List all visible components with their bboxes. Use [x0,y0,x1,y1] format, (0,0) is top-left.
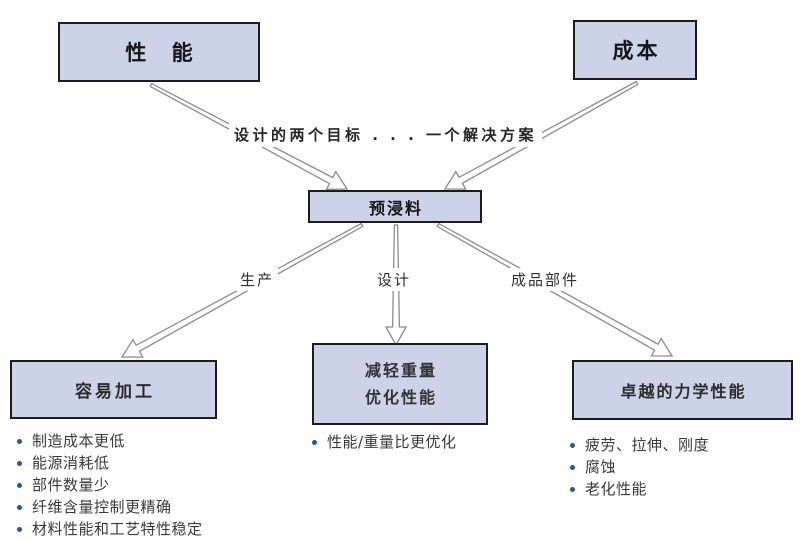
list-item: 疲劳、拉伸、刚度 [569,437,709,454]
box-cost: 成本 [573,20,697,80]
box-prepreg: 预浸料 [308,190,482,223]
box-mechanical-label: 卓越的力学性能 [620,382,747,401]
branch-label-design: 设计 [373,268,416,291]
branch-label-production: 生产 [236,268,279,291]
box-weight-line-2: 优化性能 [364,388,437,407]
list-item: 能源消耗低 [16,455,203,472]
box-prepreg-label: 预浸料 [368,198,423,218]
box-mechanical: 卓越的力学性能 [572,360,793,420]
bullet-list-easy-processing: 制造成本更低 能源消耗低 部件数量少 纤维含量控制更精确 材料性能和工艺特性稳定 [16,433,203,541]
list-item: 腐蚀 [569,459,709,476]
list-item: 材料性能和工艺特性稳定 [16,521,203,538]
list-item: 制造成本更低 [16,433,203,450]
box-performance: 性 能 [58,22,260,82]
box-weight-performance: 减轻重量 优化性能 [312,343,488,425]
box-easy-processing: 容易加工 [10,360,217,419]
goal-text: 设计的两个目标 . . . 一个解决方案 [229,122,542,147]
list-item: 纤维含量控制更精确 [16,499,203,516]
bullet-list-mechanical: 疲劳、拉伸、刚度 腐蚀 老化性能 [569,437,709,503]
box-easy-processing-label: 容易加工 [75,382,155,402]
box-cost-label: 成本 [612,39,661,63]
list-item: 性能/重量比更优化 [311,434,457,451]
list-item: 老化性能 [569,481,709,498]
branch-label-finished-parts: 成品部件 [507,268,584,291]
bullet-list-weight-performance: 性能/重量比更优化 [311,434,457,456]
box-performance-label: 性 能 [125,41,202,65]
list-item: 部件数量少 [16,477,203,494]
box-weight-line-1: 减轻重量 [364,361,437,380]
